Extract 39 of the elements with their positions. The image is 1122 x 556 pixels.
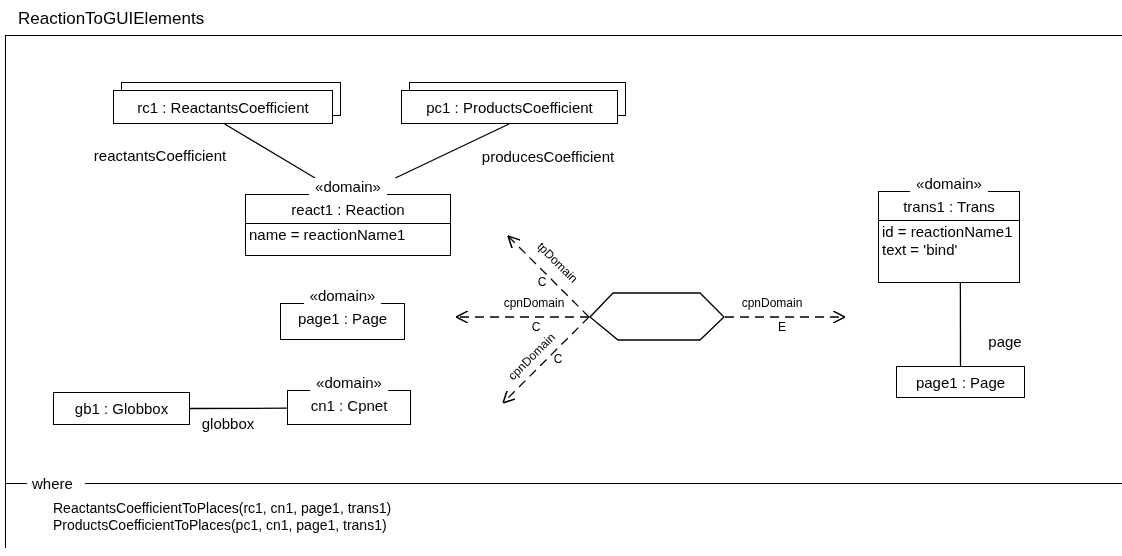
domain-object xyxy=(245,178,451,256)
attribute-text: id = reactionName1 xyxy=(882,223,1014,241)
domain-object xyxy=(287,374,411,425)
edge-label: producesCoefficient xyxy=(480,148,616,166)
attribute-text: text = 'bind' xyxy=(882,241,959,259)
relation-call: ReactantsCoefficientToPlaces(rc1, cn1, page1, trans1) xyxy=(53,500,392,516)
object-name: trans1 : Trans xyxy=(902,197,996,217)
stereotype-label: «domain» xyxy=(310,374,388,392)
stereotype-label: «domain» xyxy=(309,178,387,196)
multi-object xyxy=(113,82,341,124)
edge-label: cpnDomain xyxy=(502,297,566,311)
object-name: gb1 : Globbox xyxy=(74,400,169,417)
attribute-text: name = reactionName1 xyxy=(249,226,407,244)
stereotype-label: «domain» xyxy=(910,175,988,193)
dashed-arrow xyxy=(507,235,590,318)
edge-label: cpnDomain xyxy=(740,297,804,311)
object-box xyxy=(896,366,1025,398)
dashed-arrow xyxy=(724,310,846,324)
dashed-arrow xyxy=(455,310,590,324)
object-name: page1 : Page xyxy=(915,373,1006,391)
object-name: cn1 : Cpnet xyxy=(309,396,389,416)
association-line xyxy=(394,123,510,179)
edge-label: globbox xyxy=(200,415,256,433)
association-line xyxy=(959,282,962,367)
association-line xyxy=(224,123,316,179)
multi-object xyxy=(401,82,626,124)
stereotype-label: «domain» xyxy=(303,287,382,305)
object-name: rc1 : ReactantsCoefficient xyxy=(137,98,309,116)
dashed-arrow xyxy=(502,316,590,404)
relation-hexagon xyxy=(589,292,725,342)
section-keyword: where xyxy=(32,475,73,492)
object-box xyxy=(53,392,190,425)
domain-object xyxy=(280,287,405,340)
association-line xyxy=(189,407,288,410)
frame-title: ReactionToGUIElements xyxy=(18,9,205,29)
object-name: page1 : Page xyxy=(296,309,389,329)
object-name: pc1 : ProductsCoefficient xyxy=(426,98,593,116)
relation-call: ProductsCoefficientToPlaces(pc1, cn1, page1, trans1) xyxy=(53,517,387,533)
object-name: react1 : Reaction xyxy=(290,200,406,220)
